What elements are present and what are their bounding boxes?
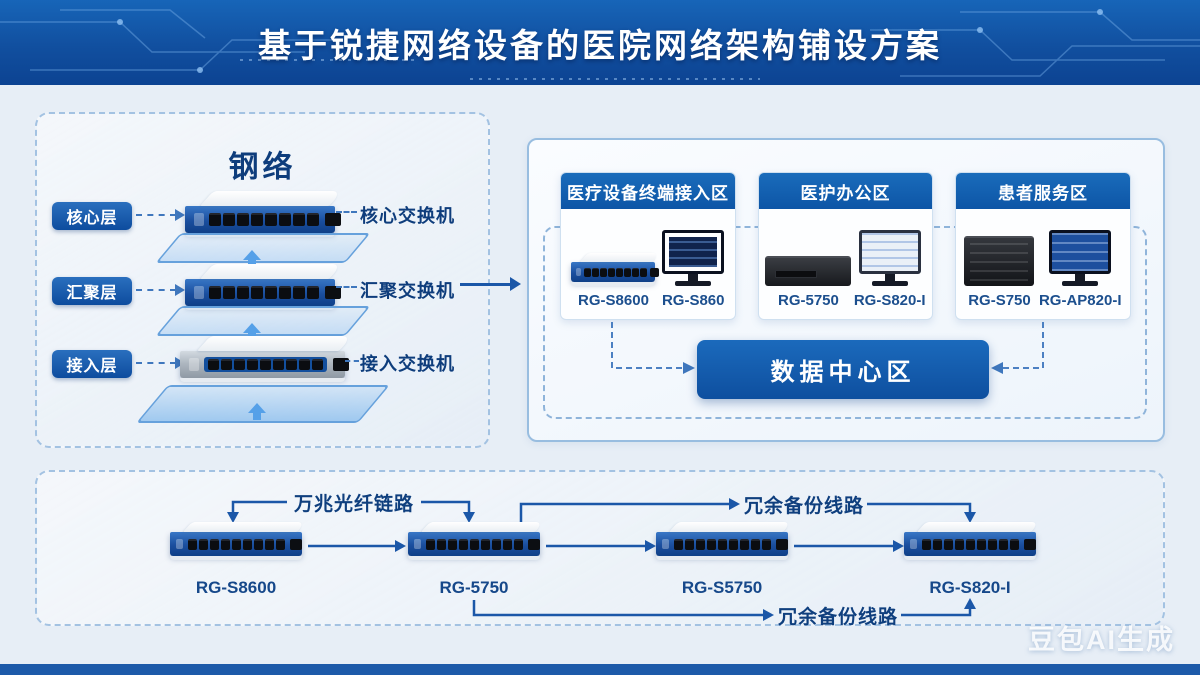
badge-core-layer: 核心层 [52,202,132,230]
platform-agg [155,306,371,336]
node-switch-2 [408,522,544,560]
redundant-link-top-label: 冗余备份线路 [743,496,864,517]
panel-connector-arrowhead [510,277,528,291]
aggregation-switch-image [185,264,343,310]
server-image [964,236,1035,286]
left-panel-title: 钢络 [228,151,297,184]
connector-core-label [336,211,357,213]
platform-core [155,233,371,263]
bottom-accent-bar [0,664,1200,675]
node-switch-1 [170,522,306,560]
device-monitor: RG-AP820-I [1039,230,1122,309]
label-aggregation-switch: 汇聚交换机 [360,281,455,301]
connector-badge-core [136,214,176,216]
redundant-link-bottom-label: 冗余备份线路 [777,607,898,628]
access-switch-image [180,336,352,382]
zone-title: 医护办公区 [759,173,932,209]
up-arrow-agg-icon [243,314,261,340]
device-switch: RG-S8600 [571,253,661,309]
device-monitor: RG-S860 [662,230,725,309]
badge-access-layer: 接入层 [52,350,132,378]
zone-title: 患者服务区 [956,173,1130,209]
device-server: RG-S750 [964,236,1035,309]
connector-access-label [345,360,359,362]
monitor-image [858,230,921,286]
connector-agg-label [336,286,357,288]
zones-panel: 医疗设备终端接入区 RG-S8600 RG-S860 [527,138,1165,442]
circuit-pattern [0,9,1200,80]
node-label-1: RG-S8600 [195,578,277,597]
node-label-4: RG-S820-I [929,578,1011,597]
ai-watermark: 豆包AI生成 [1028,625,1175,655]
arrowhead-core [175,209,191,221]
arrowhead-agg [175,284,191,296]
device-label: RG-S860 [661,292,725,309]
connector-badge-access [136,362,176,364]
up-arrow-core-icon [243,241,261,267]
zone-title: 医疗设备终端接入区 [561,173,735,209]
data-center-button: 数据中心区 [697,340,989,399]
up-arrow-access-icon [248,394,266,420]
header-banner: 基于锐捷网络设备的医院网络架构铺设方案 [0,0,1200,85]
panel-connector-line [460,283,512,286]
page-title: 基于锐捷网络设备的医院网络架构铺设方案 [258,26,942,64]
badge-aggregation-layer: 汇聚层 [52,277,132,305]
core-switch-image [185,191,343,237]
monitor-image [1049,230,1112,286]
connector-badge-agg [136,289,176,291]
node-switch-4 [904,522,1040,560]
node-label-2: RG-5750 [439,578,509,597]
link-topology-panel: 万兆光纤链路 冗余备份线路 冗余备份线路 RG-S8600 RG-5750 RG… [35,470,1165,628]
device-label: RG-AP820-I [1038,292,1122,309]
zone-card-medical-terminal: 医疗设备终端接入区 RG-S8600 RG-S860 [560,172,736,320]
zone-card-staff-office: 医护办公区 RG-5750 RG-S820-I [758,172,933,320]
label-core-switch: 核心交换机 [360,206,455,226]
monitor-image [662,230,725,286]
device-monitor: RG-S820-I [854,230,926,309]
fiber-link-label: 万兆光纤链路 [293,494,414,515]
device-desktop: RG-5750 [765,256,852,309]
zone-card-patient-service: 患者服务区 RG-S750 RG-AP820-I [955,172,1131,320]
label-access-switch: 接入交换机 [360,354,455,374]
node-switch-3 [656,522,792,560]
switch-image [571,253,661,286]
device-label: RG-S820-I [853,292,926,309]
device-label: RG-S8600 [578,292,649,309]
desktop-image [765,256,852,286]
device-label: RG-5750 [777,292,839,309]
device-label: RG-S750 [968,292,1031,309]
node-label-3: RG-S5750 [681,578,763,597]
